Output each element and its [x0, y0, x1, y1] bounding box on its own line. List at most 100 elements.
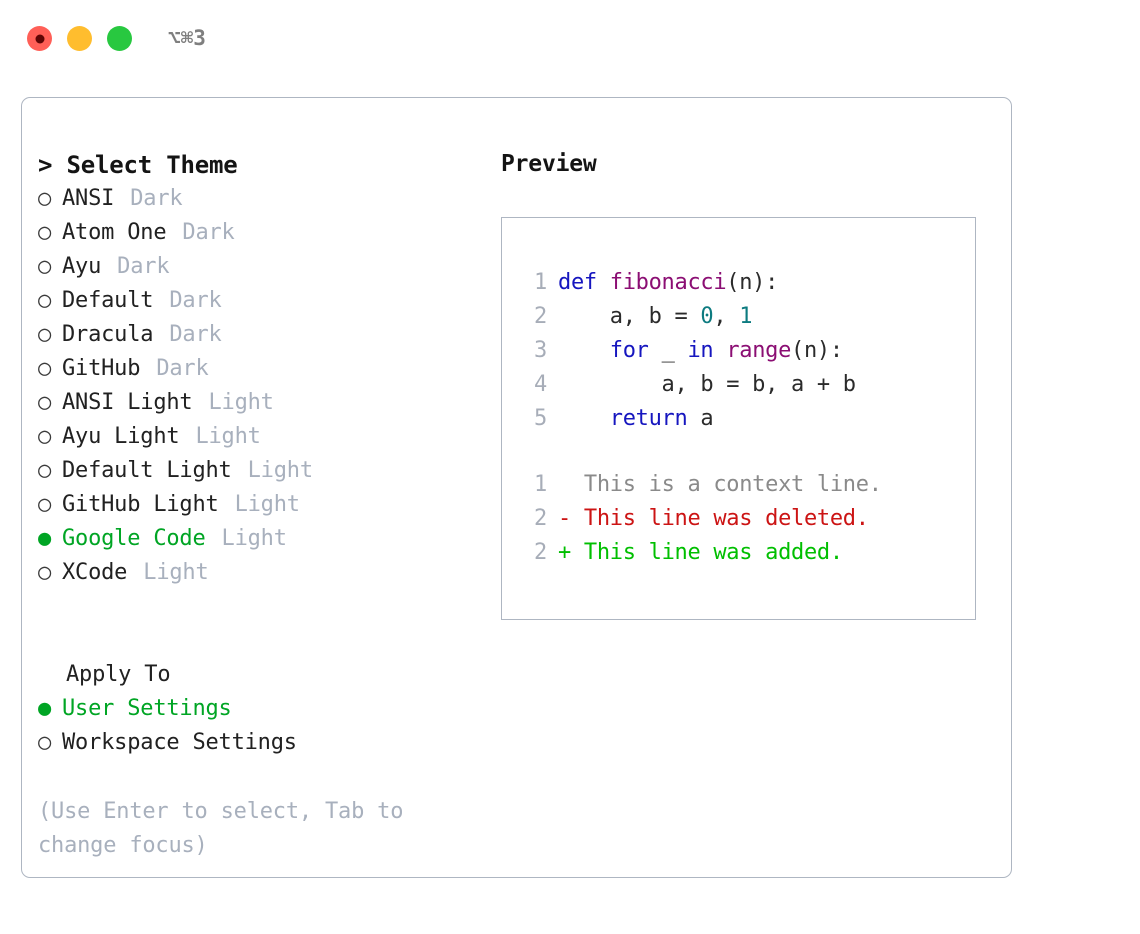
diff-marker: - [558, 506, 571, 531]
theme-option-github[interactable]: ○ GitHub Dark [38, 352, 498, 386]
radio-unselected-icon[interactable]: ○ [38, 390, 52, 415]
code-line-text: for _ in range(n): [558, 334, 843, 368]
theme-variant-badge: Dark [104, 254, 170, 279]
code-token-fn: fibonacci [609, 270, 727, 295]
theme-option-default-light[interactable]: ○Default Light Light [38, 454, 498, 488]
code-line: 5 return a [521, 402, 969, 436]
radio-selected-icon[interactable]: ● [38, 526, 52, 551]
theme-option-label: Default Light [62, 458, 232, 483]
maximize-button[interactable] [107, 26, 132, 51]
code-line-text: return a [558, 402, 714, 436]
apply-to-option-list[interactable]: ●User Settings ○ Workspace Settings [38, 692, 498, 760]
radio-unselected-icon[interactable]: ○ [38, 730, 52, 755]
code-token-plain [558, 338, 610, 363]
theme-variant-badge: Light [182, 424, 261, 449]
theme-option-label: ANSI [62, 186, 115, 211]
radio-unselected-icon[interactable]: ○ [38, 220, 52, 245]
diff-line-text: This line was added. [570, 540, 843, 565]
theme-option-label: Ayu Light [62, 424, 180, 449]
theme-option-label: Atom One [62, 220, 167, 245]
radio-unselected-icon[interactable]: ○ [38, 356, 52, 381]
diff-line-del: 2- This line was deleted. [521, 502, 969, 536]
line-number: 4 [534, 372, 547, 397]
code-line: 2 a, b = 0, 1 [521, 300, 969, 334]
code-line: 1 def fibonacci(n): [521, 266, 969, 300]
theme-variant-badge: Dark [117, 186, 183, 211]
theme-option-ansi-light[interactable]: ○ANSI Light Light [38, 386, 498, 420]
theme-option-label: Ayu [62, 254, 102, 279]
theme-option-github-light[interactable]: ○GitHub Light Light [38, 488, 498, 522]
minimize-button[interactable] [67, 26, 92, 51]
diff-line-text: This line was deleted. [570, 506, 869, 531]
theme-variant-badge: Dark [169, 220, 235, 245]
radio-unselected-icon[interactable]: ○ [38, 560, 52, 585]
theme-option-list[interactable]: ○ ANSI Dark ○ Atom One Dark ○ Ayu Dark ○ Defaul… [38, 182, 498, 590]
diff-line-add: 2 + This line was added. [521, 536, 969, 570]
theme-variant-badge: Dark [143, 356, 209, 381]
diff-marker: + [558, 540, 571, 565]
apply-to-option-workspace-settings[interactable]: ○ Workspace Settings [38, 726, 498, 760]
line-number: 2 [534, 304, 547, 329]
code-token-plain: a [687, 406, 714, 431]
main-panel: > Select Theme ○ANSI Dark○Atom One Dark○… [21, 97, 1012, 878]
theme-option-label: Dracula [62, 322, 154, 347]
code-token-kw: def [558, 270, 610, 295]
code-line: 3 for _ in range(n): [521, 334, 969, 368]
code-token-plain: (n): [791, 338, 843, 363]
theme-option-label: GitHub Light [62, 492, 219, 517]
radio-unselected-icon[interactable]: ○ [38, 288, 52, 313]
select-theme-heading: > Select Theme [38, 151, 238, 179]
code-token-kw: for [609, 338, 649, 363]
theme-option-dracula[interactable]: ○Dracula Dark [38, 318, 498, 352]
code-line: 4 a, b = b, a + b [521, 368, 969, 402]
radio-unselected-icon[interactable]: ○ [38, 322, 52, 347]
apply-to-option-user-settings[interactable]: ●User Settings [38, 692, 498, 726]
code-token-kw: in [687, 338, 714, 363]
theme-option-default[interactable]: ○ Default Dark [38, 284, 498, 318]
diff-line-ctx: 1 This is a context line. [521, 468, 969, 502]
code-line-text: def fibonacci(n): [558, 266, 778, 300]
code-line-text: a, b = b, a + b [558, 368, 857, 402]
theme-option-label: Default [62, 288, 154, 313]
code-token-plain: a, b = b, a + b [558, 372, 857, 397]
line-number: 2 [534, 540, 547, 565]
code-line-text: a, b = 0, 1 [558, 300, 753, 334]
code-token-plain: _ [648, 338, 688, 363]
diff-marker [558, 468, 571, 502]
line-number: 5 [534, 406, 547, 431]
theme-option-xcode[interactable]: ○ XCode Light [38, 556, 498, 590]
line-number: 3 [534, 338, 547, 363]
theme-variant-badge: Dark [156, 288, 222, 313]
radio-selected-icon[interactable]: ● [38, 696, 52, 721]
radio-unselected-icon[interactable]: ○ [38, 492, 52, 517]
close-button[interactable] [27, 26, 52, 51]
keyboard-hint-text: (Use Enter to select, Tab to change focu… [38, 799, 404, 858]
theme-option-ansi[interactable]: ○ ANSI Dark [38, 182, 498, 216]
theme-option-google-code[interactable]: ●Google Code Light [38, 522, 498, 556]
radio-unselected-icon[interactable]: ○ [38, 254, 52, 279]
apply-to-option-label: Workspace Settings [62, 730, 297, 755]
panel-columns: > Select Theme ○ANSI Dark○Atom One Dark○… [22, 98, 1011, 877]
code-token-num: 0 [700, 304, 714, 329]
theme-option-ayu-light[interactable]: ○ Ayu Light Light [38, 420, 498, 454]
theme-option-label: GitHub [62, 356, 141, 381]
keyboard-shortcut-label: ⌥⌘3 [168, 26, 206, 50]
radio-unselected-icon[interactable]: ○ [38, 186, 52, 211]
theme-option-label: XCode [62, 560, 128, 585]
line-number: 1 [534, 472, 547, 497]
code-token-plain: (n): [726, 270, 779, 295]
title-bar: ⌥⌘3 [0, 0, 1140, 76]
radio-unselected-icon[interactable]: ○ [38, 458, 52, 483]
theme-option-ayu[interactable]: ○ Ayu Dark [38, 250, 498, 284]
line-number: 1 [534, 270, 547, 295]
diff-sample: 1 This is a context line.2- This line wa… [521, 468, 969, 570]
window-controls [27, 26, 132, 51]
theme-option-label: Google Code [62, 526, 206, 551]
theme-option-atom-one[interactable]: ○ Atom One Dark [38, 216, 498, 250]
theme-variant-badge: Light [130, 560, 209, 585]
radio-unselected-icon[interactable]: ○ [38, 424, 52, 449]
